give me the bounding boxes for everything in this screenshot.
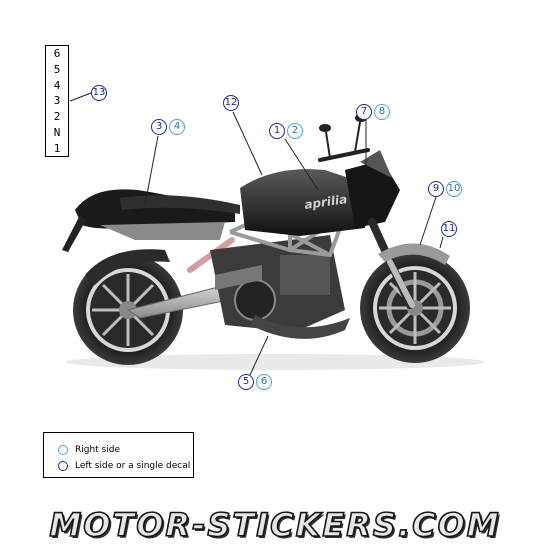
fuel-tank [240,169,370,236]
gear-1: 1 [53,141,61,155]
legend-left-side: Left side or a single decal [58,459,190,473]
gear-3: 3 [53,94,61,108]
gear-5: 5 [53,62,61,76]
mirror-left-glass [319,124,331,132]
callout-6: 6 [256,374,272,390]
callout-11: 11 [441,221,457,237]
leader-lines [69,92,444,376]
front-fender [378,243,450,265]
callout-5: 5 [238,374,254,390]
brand-decal: aprilia [303,192,348,212]
legend-left-side-label: Left side or a single decal [75,461,191,471]
gear-n: N [53,125,61,139]
tail-section [75,189,235,229]
callout-10: 10 [446,181,462,197]
motorcycle-illustration: aprilia [62,114,485,370]
leader-3-4 [144,135,159,206]
callout-3: 3 [151,119,167,135]
right-side-marker-icon [58,445,68,455]
callout-4: 4 [169,119,185,135]
site-watermark: MOTOR-STICKERS.COM [49,505,501,545]
gear-6: 6 [53,47,61,60]
callout-13: 13 [91,85,107,101]
callout-2: 2 [287,123,303,139]
gear-indicator: 6 5 4 3 2 N 1 [45,45,69,157]
callout-9: 9 [428,181,444,197]
mirror-left [325,131,331,159]
leader-11 [439,236,444,249]
mirror-right [354,121,361,153]
exhaust [250,315,350,339]
leader-9-10 [419,196,437,246]
leader-13 [69,92,92,102]
gear-2: 2 [53,110,61,124]
headlight-fairing [345,160,400,228]
callout-1: 1 [269,123,285,139]
leader-1-2 [284,138,319,191]
gear-4: 4 [53,78,61,92]
legend-right-side-label: Right side [75,445,120,455]
leader-5-6 [249,335,269,376]
legend: Right side Left side or a single decal [43,432,194,478]
ground-shadow [65,354,485,370]
front-forks-lower [387,259,415,308]
seat [120,195,240,214]
license-bracket [62,215,86,252]
callout-7: 7 [356,104,372,120]
legend-right-side: Right side [58,443,120,457]
leader-12 [232,111,263,176]
callout-8: 8 [374,104,390,120]
callout-12: 12 [223,95,239,111]
rear-hugger [85,249,170,285]
front-wheel [360,253,470,363]
side-panel [100,222,225,240]
flyscreen [360,150,392,178]
handlebar [318,148,370,162]
left-side-marker-icon [58,461,68,471]
